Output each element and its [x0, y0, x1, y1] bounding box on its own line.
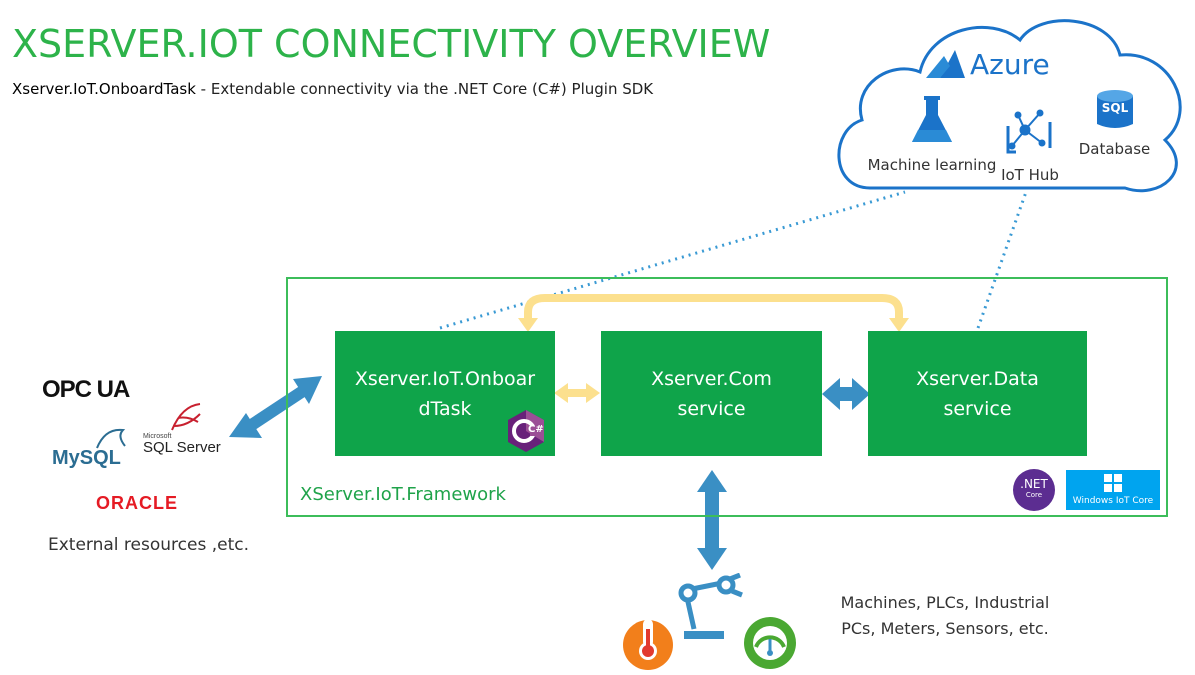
framework-container: [286, 277, 1168, 517]
database-label: Database: [1078, 140, 1151, 158]
comservice-line2: service: [677, 397, 746, 420]
dotnet-badge-line2: Core: [1025, 491, 1043, 499]
devices-label-line2: PCs, Meters, Sensors, etc.: [841, 619, 1049, 638]
loop-arrowhead-right: [889, 318, 909, 332]
comservice-line1: Xserver.Com: [651, 367, 772, 390]
iothub-dotted-link: [976, 191, 1028, 329]
onboardtask-box: Xserver.IoT.Onboar dTask: [335, 331, 555, 456]
dataservice-line2: service: [943, 397, 1012, 420]
machine-learning-label: Machine learning: [867, 156, 997, 174]
onboardtask-line2: dTask: [418, 397, 472, 420]
mysql-dolphin-icon: [96, 428, 126, 449]
devices-label-line1: Machines, PLCs, Industrial: [840, 593, 1050, 612]
subtitle-component-name: Xserver.IoT.OnboardTask: [12, 80, 196, 98]
page-subtitle: Xserver.IoT.OnboardTask - Extendable con…: [12, 80, 653, 98]
loop-arrowhead-left: [518, 318, 538, 332]
dataservice-line1: Xserver.Data: [916, 367, 1039, 390]
iot-hub-icon: [1006, 109, 1052, 154]
flask-icon: [912, 96, 952, 142]
csharp-icon: C#: [506, 409, 546, 453]
mysql-logo: MySQL: [52, 447, 121, 469]
windows-badge-label: Windows IoT Core: [1072, 496, 1154, 506]
sqlserver-icon: [171, 403, 201, 431]
page-title: XSERVER.IOT CONNECTIVITY OVERVIEW: [12, 22, 771, 66]
dotnet-badge-line1: .NET: [1020, 477, 1048, 491]
framework-label: XServer.IoT.Framework: [300, 484, 506, 505]
com-data-arrow: [822, 378, 870, 410]
sql-database-icon: [1097, 90, 1133, 128]
csharp-badge-label: C#: [528, 424, 544, 435]
onboardtask-line1: Xserver.IoT.Onboar: [354, 367, 536, 390]
windows-iot-core-icon: Windows IoT Core: [1066, 470, 1160, 510]
microsoft-wordmark: Microsoft: [143, 433, 172, 440]
windows-logo-icon: [1104, 474, 1122, 492]
azure-logo-icon: [926, 50, 965, 78]
azure-cloud-shape: [837, 19, 1182, 193]
subtitle-description: - Extendable connectivity via the .NET C…: [195, 80, 654, 98]
comservice-box: Xserver.Com service: [601, 331, 822, 456]
external-resources-arrow: [229, 376, 322, 438]
sql-badge-label: SQL: [1101, 101, 1129, 115]
device-icons: [623, 573, 796, 670]
iot-hub-label: IoT Hub: [1001, 166, 1059, 184]
devices-label: Machines, PLCs, Industrial PCs, Meters, …: [800, 590, 1090, 642]
external-resources-label: External resources ,etc.: [48, 535, 250, 555]
thermometer-icon: [623, 619, 673, 670]
robot-arm-icon: [678, 573, 743, 639]
onboard-com-arrow: [554, 383, 600, 403]
sqlserver-logo: SQL Server: [143, 439, 221, 456]
oracle-logo: ORACLE: [96, 493, 178, 513]
devices-arrow: [697, 470, 727, 570]
onboard-data-loop-arrow: [524, 294, 903, 322]
opcua-logo: OPC UA: [42, 376, 130, 403]
azure-brand-label: Azure: [970, 48, 1050, 81]
gauge-icon: [744, 617, 796, 669]
dotnet-core-icon: .NET Core: [1013, 469, 1055, 511]
dataservice-box: Xserver.Data service: [868, 331, 1087, 456]
